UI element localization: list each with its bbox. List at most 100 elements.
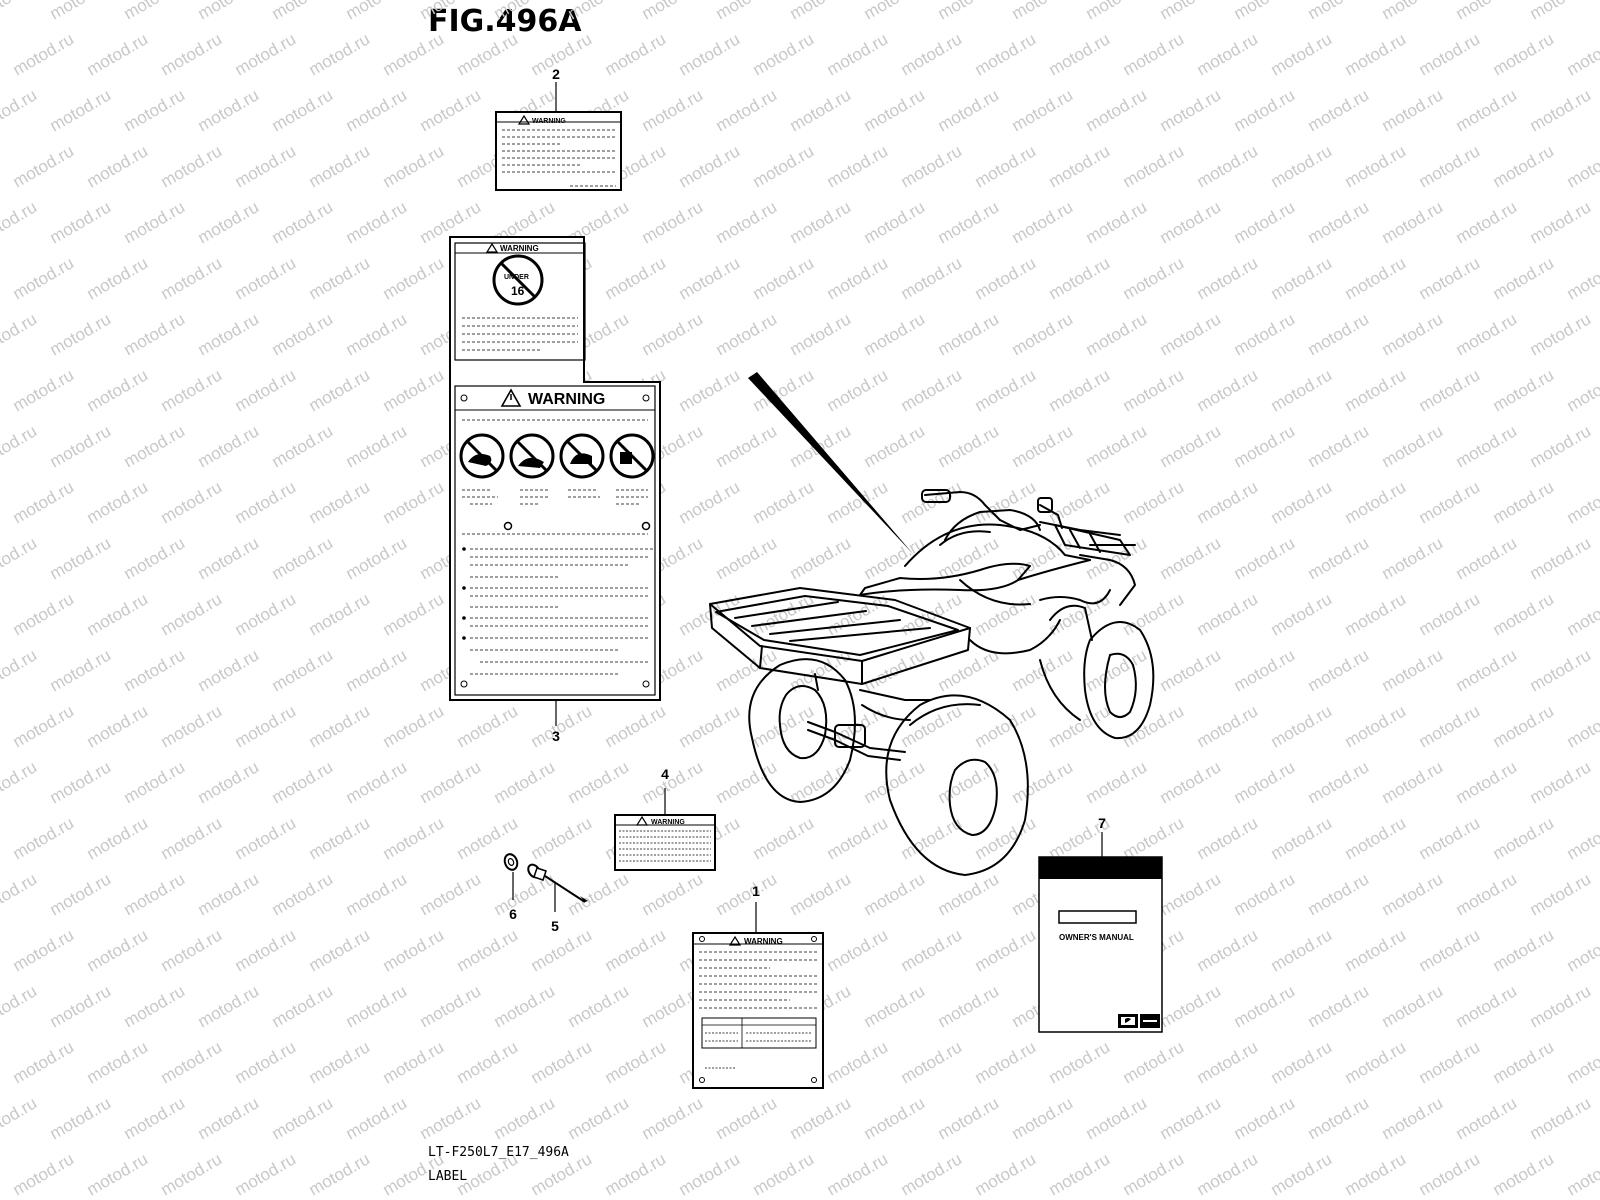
watermark-text: motod.ru: [1194, 1149, 1262, 1199]
watermark-text: motod.ru: [10, 253, 78, 303]
watermark-text: motod.ru: [10, 589, 78, 639]
watermark-text: motod.ru: [47, 981, 115, 1031]
watermark-text: motod.ru: [1305, 1093, 1373, 1143]
watermark-text: motod.ru: [0, 1037, 3, 1087]
watermark-text: motod.ru: [454, 701, 522, 751]
watermark-text: motod.ru: [1120, 141, 1188, 191]
watermark-text: motod.ru: [1527, 197, 1595, 247]
part-7-owners-manual[interactable]: OWNER'S MANUAL: [1038, 832, 1163, 1033]
watermark-text: motod.ru: [1194, 701, 1262, 751]
watermark-text: motod.ru: [935, 0, 1003, 23]
watermark-text: motod.ru: [750, 701, 818, 751]
watermark-text: motod.ru: [1046, 29, 1114, 79]
watermark-text: motod.ru: [972, 253, 1040, 303]
watermark-text: motod.ru: [1453, 869, 1521, 919]
watermark-text: motod.ru: [195, 645, 263, 695]
watermark-text: motod.ru: [528, 1037, 596, 1087]
watermark-text: motod.ru: [0, 701, 3, 751]
watermark-text: motod.ru: [1009, 757, 1077, 807]
watermark-text: motod.ru: [861, 0, 929, 23]
watermark-text: motod.ru: [1009, 85, 1077, 135]
watermark-text: motod.ru: [0, 29, 3, 79]
watermark-text: motod.ru: [676, 701, 744, 751]
watermark-text: motod.ru: [1009, 309, 1077, 359]
watermark-text: motod.ru: [1490, 29, 1558, 79]
watermark-text: motod.ru: [269, 0, 337, 23]
label-4-warning-sticker[interactable]: WARNING: [614, 788, 716, 871]
watermark-text: motod.ru: [84, 701, 152, 751]
watermark-text: motod.ru: [232, 29, 300, 79]
watermark-text: motod.ru: [269, 533, 337, 583]
watermark-text: motod.ru: [676, 253, 744, 303]
label-1-warning-sticker[interactable]: WARNING: [692, 902, 824, 1089]
watermark-text: motod.ru: [232, 365, 300, 415]
watermark-text: motod.ru: [861, 1093, 929, 1143]
watermark-text: motod.ru: [417, 0, 485, 23]
rear-right-wheel: [885, 694, 1029, 876]
callout-6: 6: [509, 906, 517, 922]
watermark-text: motod.ru: [47, 421, 115, 471]
watermark-text: motod.ru: [306, 813, 374, 863]
watermark-text: motod.ru: [84, 253, 152, 303]
watermark-text: motod.ru: [1231, 421, 1299, 471]
no-paved-road-icon: [509, 433, 555, 479]
watermark-text: motod.ru: [1157, 1093, 1225, 1143]
watermark-text: motod.ru: [195, 869, 263, 919]
watermark-text: motod.ru: [380, 29, 448, 79]
watermark-text: motod.ru: [84, 365, 152, 415]
watermark-text: motod.ru: [1305, 533, 1373, 583]
watermark-text: motod.ru: [1490, 1037, 1558, 1087]
no-under-16-icon: UNDER 16: [492, 254, 544, 306]
watermark-text: motod.ru: [565, 757, 633, 807]
watermark-text: motod.ru: [898, 925, 966, 975]
watermark-text: motod.ru: [1231, 0, 1299, 23]
watermark-text: motod.ru: [306, 1037, 374, 1087]
watermark-text: motod.ru: [972, 1037, 1040, 1087]
watermark-text: motod.ru: [121, 421, 189, 471]
watermark-text: motod.ru: [1268, 365, 1336, 415]
watermark-text: motod.ru: [1231, 645, 1299, 695]
watermark-text: motod.ru: [528, 925, 596, 975]
watermark-text: motod.ru: [1342, 253, 1410, 303]
watermark-text: motod.ru: [1416, 365, 1484, 415]
watermark-text: motod.ru: [47, 197, 115, 247]
watermark-text: motod.ru: [824, 29, 892, 79]
watermark-text: motod.ru: [935, 197, 1003, 247]
watermark-text: motod.ru: [232, 1037, 300, 1087]
watermark-text: motod.ru: [47, 533, 115, 583]
part-6-washer[interactable]: [503, 852, 520, 900]
rear-rack: [709, 587, 971, 691]
watermark-text: motod.ru: [380, 925, 448, 975]
watermark-text: motod.ru: [639, 197, 707, 247]
part-5-rivet[interactable]: [526, 862, 588, 912]
watermark-text: motod.ru: [1564, 589, 1600, 639]
watermark-text: motod.ru: [1379, 197, 1447, 247]
watermark-text: motod.ru: [1527, 757, 1595, 807]
watermark-text: motod.ru: [232, 589, 300, 639]
watermark-text: motod.ru: [1157, 757, 1225, 807]
watermark-text: motod.ru: [713, 309, 781, 359]
watermark-text: motod.ru: [417, 869, 485, 919]
watermark-text: motod.ru: [565, 1093, 633, 1143]
warning-triangle-icon: [500, 388, 522, 407]
brand-logo-icon: [1118, 1014, 1160, 1028]
watermark-text: motod.ru: [1453, 85, 1521, 135]
watermark-text: motod.ru: [84, 1037, 152, 1087]
watermark-text: motod.ru: [824, 141, 892, 191]
label-3-warning-sticker[interactable]: WARNING UNDER 16 WARNING: [449, 236, 661, 726]
watermark-text: motod.ru: [0, 813, 3, 863]
watermark-text: motod.ru: [639, 309, 707, 359]
watermark-text: motod.ru: [935, 1093, 1003, 1143]
watermark-text: motod.ru: [269, 197, 337, 247]
model-code: LT-F250L7_E17_496A: [428, 1145, 569, 1160]
watermark-text: motod.ru: [972, 1149, 1040, 1199]
label-2-warning-sticker[interactable]: WARNING: [495, 82, 622, 191]
watermark-text: motod.ru: [1083, 0, 1151, 23]
label-3-main-warning-text: WARNING: [528, 391, 605, 408]
watermark-text: motod.ru: [0, 197, 40, 247]
watermark-text: motod.ru: [343, 645, 411, 695]
watermark-text: motod.ru: [676, 365, 744, 415]
no-stunt-icon: [609, 433, 655, 479]
watermark-text: motod.ru: [1157, 869, 1225, 919]
